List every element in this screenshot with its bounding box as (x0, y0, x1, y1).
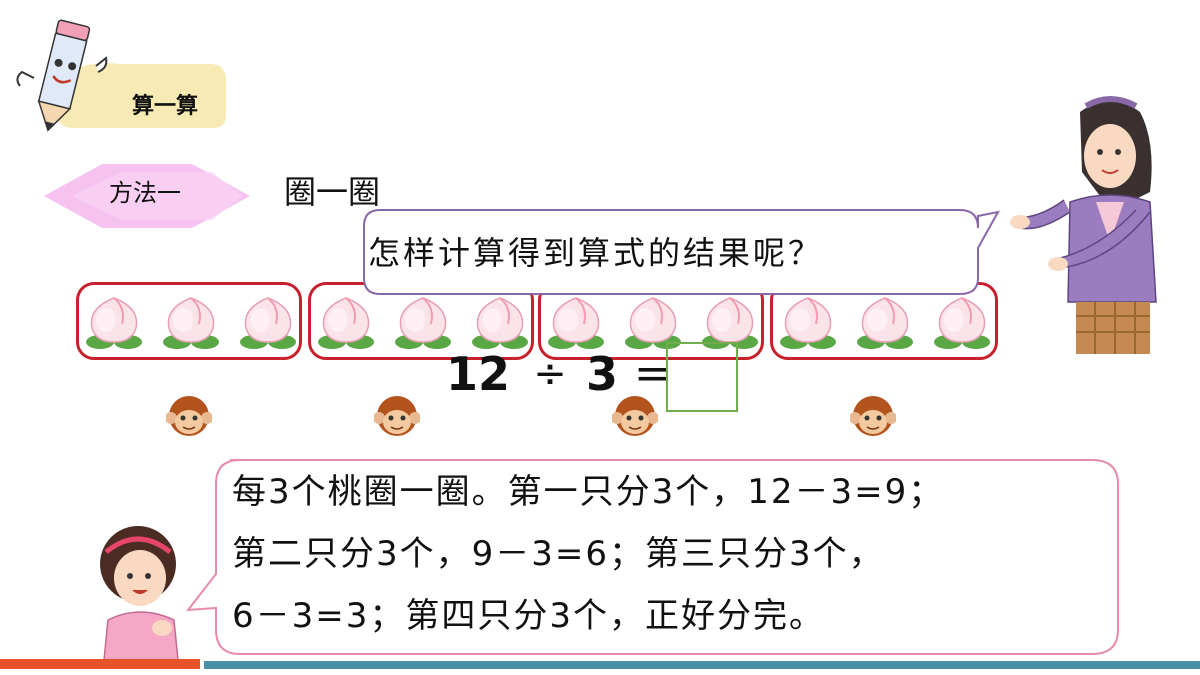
explanation-line-1: 每3个桃圈一圈。第一只分3个，12－3=9； (232, 472, 945, 512)
peach-icon (621, 294, 685, 352)
peach-icon (159, 294, 223, 352)
equation-operator: ÷ (533, 351, 567, 397)
teacher-speech-bubble (363, 209, 1000, 295)
peach-icon (776, 294, 840, 352)
peach-icon (82, 294, 146, 352)
teacher-figure (1010, 96, 1157, 354)
explanation-line-2: 第二只分3个，9－3=6；第三只分3个， (232, 534, 885, 574)
explanation-line-3: 6－3=3；第四只分3个，正好分完。 (232, 596, 826, 636)
teacher-question-text: 怎样计算得到算式的结果呢？ (368, 234, 824, 272)
equation-dividend: 12 (446, 347, 511, 401)
equation-divisor: 3 (586, 347, 619, 401)
bottom-bar-left (0, 659, 200, 669)
equation-equals: = (634, 348, 671, 399)
peach-icon (930, 294, 994, 352)
header-tag-label: 算一算 (131, 94, 198, 119)
answer-box[interactable] (666, 342, 738, 412)
peach-icon (853, 294, 917, 352)
peach-icon (314, 294, 378, 352)
header-tag-background (55, 63, 226, 129)
girl-figure (100, 526, 179, 660)
monkey-face-icon (849, 394, 897, 440)
pencil-mascot-icon (16, 19, 108, 132)
peach-icon (544, 294, 608, 352)
explanation-speech-bubble (186, 459, 1119, 655)
method-badge-background (44, 164, 250, 228)
peach-icon (236, 294, 300, 352)
monkey-face-icon (611, 394, 659, 440)
peach-icon (391, 294, 455, 352)
bottom-bar-right (204, 661, 1200, 669)
monkey-face-icon (373, 394, 421, 440)
peach-icon (468, 294, 532, 352)
peach-group-1 (76, 282, 302, 360)
method-label: 方法一 (109, 179, 181, 207)
method-title: 圈一圈 (284, 173, 381, 211)
monkey-face-icon (165, 394, 213, 440)
